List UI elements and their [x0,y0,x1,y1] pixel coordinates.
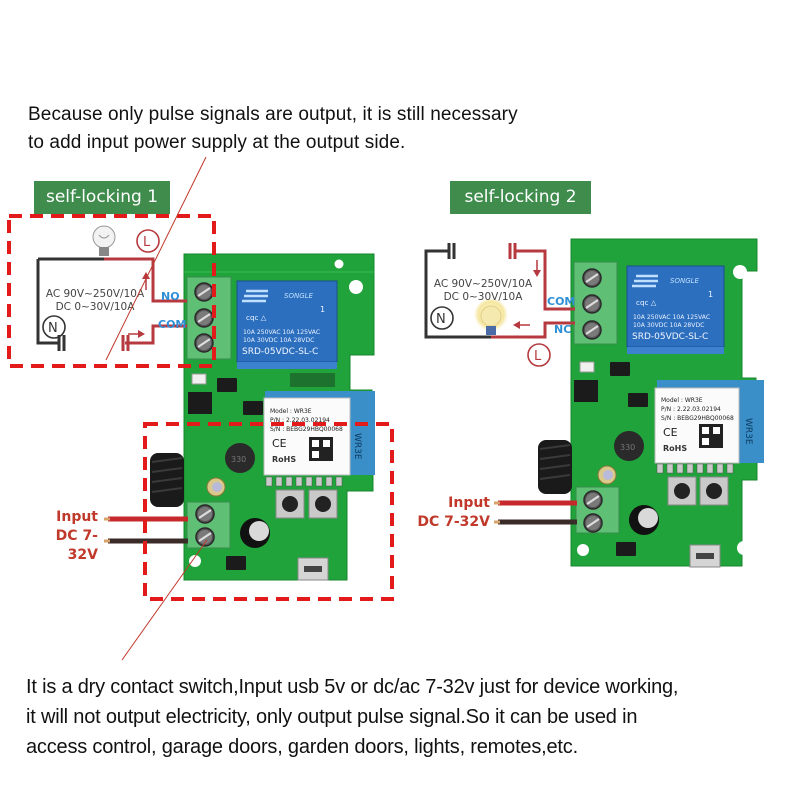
module-sn-1: S/N : BEBG29HBQ00068 [270,426,343,433]
input-label-1-line-1: Input [56,509,98,525]
input-label-2-line-1: Input [448,495,490,511]
module-model-1: Model : WR3E [270,408,312,415]
button-2b [699,476,729,506]
relay-cert-1: cqc △ [246,313,267,322]
input-label-2-line-2: DC 7-32V [417,514,490,530]
live-symbol-2: L [527,343,551,367]
self-locking-2-tag: self-locking 2 [450,181,591,214]
module-pn-1: P/N : 2.22.03.02194 [270,417,330,424]
terminal-com-label-2: COM [547,295,575,308]
module-model-2: Model : WR3E [661,397,703,404]
relay-brand-2: SONGLE [670,277,700,285]
wifi-module-1 [263,397,351,476]
spec-2-line-2: DC 0~30V/10A [444,291,524,303]
terminal-no-label-1: NO [161,290,180,303]
relay-1 [236,280,338,363]
relay-cert-num-1: 1 [320,305,325,314]
inductor-1 [225,443,255,473]
svg-text:N: N [436,312,446,327]
load-circuit-2: N L AC 90V~250V/10A DC 0~30V/10A COM NC [424,243,575,367]
load-circuit-1: N L AC 90V~250V/10A DC 0~30V/10A NO COM [36,225,187,351]
inductor-label-2: 330 [620,443,635,452]
bulb-icon-1 [92,225,116,256]
relay-brand-1: SONGLE [284,292,314,300]
svg-text:L: L [534,349,542,364]
top-note: Because only pulse signals are output, i… [28,101,518,157]
bottom-note-line-1: It is a dry contact switch,Input usb 5v … [26,676,679,698]
svg-text:L: L [143,235,151,250]
relay-rating-2b: 10A 30VDC 10A 28VDC [633,322,704,329]
bulb-icon-2 [474,299,508,335]
top-note-line-2: to add input power supply at the output … [28,132,406,153]
input-label-1-line-2: DC 7-32V [55,528,98,563]
relay-cert-num-2: 1 [708,290,713,299]
relay-model-1: SRD-05VDC-SL-C [242,347,318,357]
relay-model-2: SRD-05VDC-SL-C [632,332,708,342]
bottom-note-line-3: access control, garage doors, garden doo… [26,736,578,758]
spec-2-line-1: AC 90V~250V/10A [434,278,533,290]
bottom-note-line-2: it will not output electricity, only out… [26,706,638,728]
relay-rating-1b: 10A 30VDC 10A 28VDC [243,337,314,344]
input-label-1: Input DC 7-32V [26,508,98,565]
antenna-label-2: WR3E [743,418,753,445]
spec-1-line-2: DC 0~30V/10A [56,301,136,313]
inductor-2 [614,431,644,461]
inductor-label-1: 330 [231,455,246,464]
dashed-box-input-1 [143,422,394,601]
bottom-note: It is a dry contact switch,Input usb 5v … [26,672,678,762]
module-rohs-1: RoHS [272,455,296,464]
relay-rating-1a: 10A 250VAC 10A 125VAC [243,329,320,336]
terminal-nc-label-2: NC [554,323,571,336]
top-note-line-1: Because only pulse signals are output, i… [28,104,518,125]
neutral-symbol-2: N [430,306,454,330]
antenna-label-1: WR3E [352,433,362,460]
module-ce-1: CE [272,437,287,450]
svg-text:N: N [48,321,58,336]
relay-cert-2: cqc △ [636,298,657,307]
neutral-symbol-1: N [42,315,66,339]
module-pn-2: P/N : 2.22.03.02194 [661,406,721,413]
module-rohs-2: RoHS [663,444,687,453]
wifi-module-2 [654,387,740,464]
module-ce-2: CE [663,426,678,439]
live-symbol-1: L [136,229,160,253]
terminal-com-label-1: COM [158,318,186,331]
board-1: WR3E SONGLE cqc △ 1 10A 250VAC 10A 125VA… [150,253,375,581]
spec-1-line-1: AC 90V~250V/10A [46,288,145,300]
board-2: WR3E SONGLE cqc △ 1 10A 250VAC 10A 125VA… [538,238,764,568]
relay-rating-2a: 10A 250VAC 10A 125VAC [633,314,710,321]
module-sn-2: S/N : BEBG29HBQ00068 [661,415,734,422]
self-locking-1-tag: self-locking 1 [34,181,170,214]
dashed-box-load-1 [7,214,216,368]
input-label-2: Input DC 7-32V [416,494,490,532]
